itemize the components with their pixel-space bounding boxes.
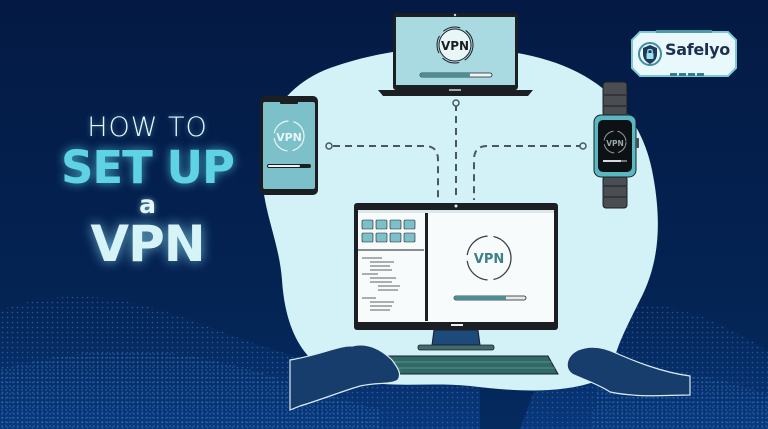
hands — [289, 344, 691, 411]
monitor-vpn-label: VPN — [474, 252, 504, 267]
phone-vpn-label: VPN — [276, 131, 302, 144]
watch-vpn-label: VPN — [606, 139, 624, 148]
headline: HOW TO SET UP a VPN — [40, 112, 255, 270]
connection-lines — [333, 104, 583, 200]
brand-name: Safelyo — [665, 40, 730, 59]
headline-line-3: a — [139, 190, 156, 219]
headline-line-2: SET UP — [60, 141, 235, 194]
brand-logo-badge — [631, 30, 737, 77]
headline-line-1: HOW TO — [87, 112, 208, 143]
laptop-vpn-label: VPN — [441, 39, 469, 53]
watch-device: VPN — [593, 81, 639, 209]
keyboard — [387, 355, 559, 375]
headline-line-4: VPN — [90, 215, 205, 273]
shield-lock-icon — [638, 42, 662, 66]
desktop-monitor: VPN — [354, 203, 558, 351]
phone-device: VPN — [260, 96, 318, 195]
laptop-device: VPN — [378, 13, 533, 96]
